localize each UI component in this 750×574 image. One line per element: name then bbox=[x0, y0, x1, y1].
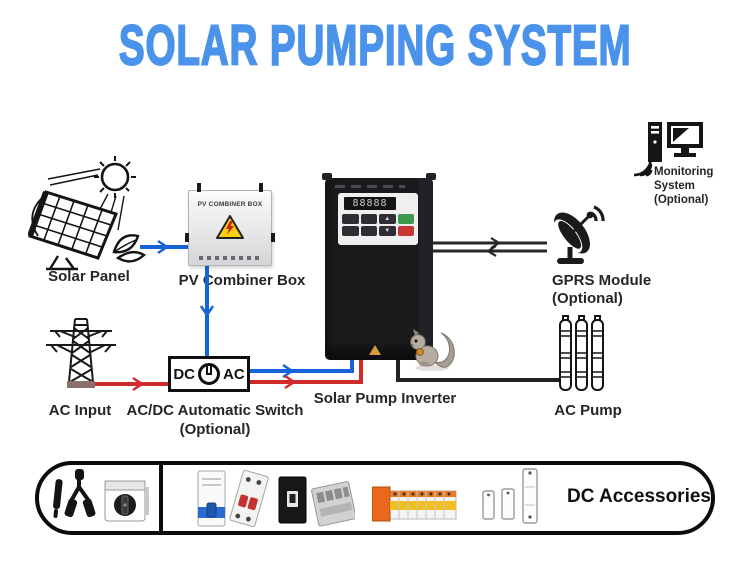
mount-tab-icon bbox=[197, 183, 201, 192]
wireless-signal-icon bbox=[633, 157, 653, 177]
squirrel-icon bbox=[410, 329, 455, 371]
up-button: ▲ bbox=[379, 214, 396, 224]
inverter-display: 88888 bbox=[344, 197, 396, 210]
stop-button bbox=[397, 226, 414, 236]
enter-button bbox=[360, 226, 377, 236]
dc-accessories-label: DC Accessories bbox=[567, 486, 711, 507]
mount-ear-icon bbox=[426, 173, 436, 180]
menu-button bbox=[342, 214, 359, 224]
shift-button bbox=[360, 214, 377, 224]
wire-switch-to-inverter-ac bbox=[250, 350, 363, 384]
surge-protector-icon bbox=[372, 486, 457, 522]
gprs-satellite-dish-icon bbox=[553, 205, 605, 264]
acdc-switch-label: AC/DC Automatic Switch bbox=[126, 402, 304, 419]
esc-button bbox=[342, 226, 359, 236]
circuit-breaker-icon bbox=[197, 469, 269, 528]
combiner-box-text: PV COMBINER BOX bbox=[197, 201, 263, 208]
arrow-left-icon bbox=[485, 245, 497, 257]
ac-pump-label: AC Pump bbox=[554, 402, 622, 419]
monitoring-computer-icon bbox=[648, 122, 703, 162]
mc4-connector-icon bbox=[53, 469, 96, 518]
arrow-down-icon bbox=[199, 305, 215, 318]
vent-slots bbox=[199, 256, 261, 260]
dc-accessories-panel: DC Accessories bbox=[35, 461, 715, 535]
mount-ear-icon bbox=[322, 173, 332, 180]
inverter-buttons: ▲ ▼ bbox=[341, 214, 415, 236]
acdc-switch-icon: DC AC bbox=[168, 356, 250, 392]
solar-panel-icon bbox=[28, 156, 147, 271]
isolator-switch-icon bbox=[104, 480, 149, 522]
page-title-wrap: SOLAR PUMPING SYSTEM bbox=[0, 12, 750, 77]
warning-triangle-icon bbox=[369, 345, 381, 355]
mount-tab-icon bbox=[185, 233, 189, 242]
monitoring-label-line2: System bbox=[654, 180, 695, 192]
wire-inverter-to-pump bbox=[396, 352, 563, 382]
fuse-holder-icon bbox=[482, 468, 538, 524]
solar-panel-label: Solar Panel bbox=[48, 268, 130, 285]
switch-ac-text: AC bbox=[223, 365, 245, 383]
inverter-keypad: 88888 ▲ ▼ bbox=[338, 193, 418, 245]
pv-combiner-box-label: PV Combiner Box bbox=[178, 272, 306, 289]
switch-dc-text: DC bbox=[173, 365, 195, 383]
acdc-switch-optional-label: (Optional) bbox=[179, 421, 251, 438]
gprs-optional-label: (Optional) bbox=[552, 290, 623, 307]
gprs-module-label: GPRS Module bbox=[552, 272, 652, 289]
pv-combiner-box-icon: PV COMBINER BOX bbox=[185, 183, 275, 266]
arrow-right-icon bbox=[282, 363, 295, 379]
ac-pump-icon bbox=[559, 315, 604, 391]
rotary-knob-icon bbox=[198, 363, 220, 385]
arrow-right-icon bbox=[157, 239, 170, 255]
solar-pump-inverter-icon: 88888 ▲ ▼ bbox=[322, 173, 436, 360]
arrow-right-icon bbox=[132, 376, 145, 392]
run-button bbox=[397, 214, 414, 224]
inverter-top-strip bbox=[335, 185, 405, 188]
ac-input-label: AC Input bbox=[48, 402, 112, 419]
arrow-right-icon bbox=[284, 374, 297, 390]
solar-pump-inverter-label: Solar Pump Inverter bbox=[313, 390, 457, 407]
page-title: SOLAR PUMPING SYSTEM bbox=[118, 12, 632, 77]
ac-input-tower-icon bbox=[46, 318, 116, 388]
monitoring-label-line1: Monitoring bbox=[654, 166, 714, 178]
mount-tab-icon bbox=[259, 183, 263, 192]
monitoring-label-line3: (Optional) bbox=[654, 194, 709, 206]
mount-tab-icon bbox=[271, 233, 275, 242]
down-button: ▼ bbox=[379, 226, 396, 236]
mccb-contactor-icon bbox=[278, 476, 355, 527]
panel-divider bbox=[159, 461, 163, 535]
warning-triangle-icon bbox=[216, 215, 244, 239]
